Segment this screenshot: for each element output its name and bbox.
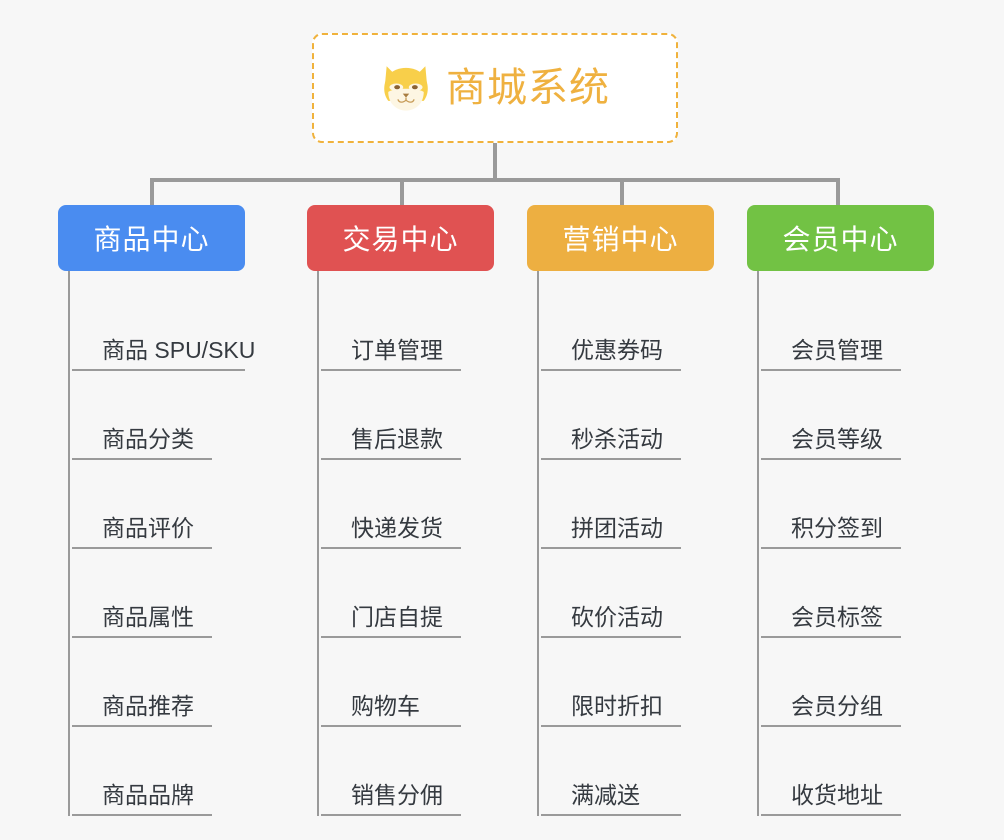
leaf-item[interactable]: 商品属性 (70, 549, 245, 638)
leaf-item[interactable]: 拼团活动 (539, 460, 714, 549)
leaf-label: 购物车 (321, 693, 461, 727)
leaf-item[interactable]: 快递发货 (319, 460, 494, 549)
leaf-label: 商品评价 (72, 515, 212, 549)
leaf-item[interactable]: 会员等级 (759, 371, 934, 460)
leaf-item[interactable]: 商品评价 (70, 460, 245, 549)
branch-column-3: 营销中心 优惠券码 秒杀活动 拼团活动 砍价活动 限时折扣 满减送 (527, 205, 714, 816)
leaf-item[interactable]: 收货地址 (759, 727, 934, 816)
category-label-3: 营销中心 (562, 224, 679, 255)
leaf-item[interactable]: 商品分类 (70, 371, 245, 460)
connector-drop-2 (400, 178, 404, 208)
leaf-stack-2: 订单管理 售后退款 快递发货 门店自提 购物车 销售分佣 (317, 271, 494, 816)
leaf-item[interactable]: 商品推荐 (70, 638, 245, 727)
category-node-3[interactable]: 营销中心 (527, 205, 714, 271)
leaf-stack-3: 优惠券码 秒杀活动 拼团活动 砍价活动 限时折扣 满减送 (537, 271, 714, 816)
leaf-label: 秒杀活动 (541, 426, 681, 460)
leaf-item[interactable]: 订单管理 (319, 293, 494, 371)
category-label-4: 会员中心 (782, 224, 899, 255)
leaf-item[interactable]: 门店自提 (319, 549, 494, 638)
leaf-item[interactable]: 会员分组 (759, 638, 934, 727)
leaf-label: 门店自提 (321, 604, 461, 638)
leaf-label: 会员标签 (761, 604, 901, 638)
leaf-label: 砍价活动 (541, 604, 681, 638)
leaf-label: 限时折扣 (541, 693, 681, 727)
dog-face-icon (384, 66, 428, 111)
leaf-item[interactable]: 售后退款 (319, 371, 494, 460)
leaf-item[interactable]: 会员标签 (759, 549, 934, 638)
leaf-item[interactable]: 商品 SPU/SKU (70, 293, 255, 371)
leaf-item[interactable]: 积分签到 (759, 460, 934, 549)
leaf-item[interactable]: 限时折扣 (539, 638, 714, 727)
leaf-label: 收货地址 (761, 782, 901, 816)
leaf-item[interactable]: 会员管理 (759, 293, 934, 371)
leaf-item[interactable]: 销售分佣 (319, 727, 494, 816)
leaf-label: 商品 SPU/SKU (72, 337, 255, 371)
leaf-item[interactable]: 优惠券码 (539, 293, 714, 371)
connector-drop-1 (150, 178, 154, 208)
leaf-label: 会员分组 (761, 693, 901, 727)
category-node-1[interactable]: 商品中心 (58, 205, 245, 271)
leaf-label: 商品推荐 (72, 693, 212, 727)
category-node-4[interactable]: 会员中心 (747, 205, 934, 271)
leaf-stack-4: 会员管理 会员等级 积分签到 会员标签 会员分组 收货地址 (757, 271, 934, 816)
leaf-label: 商品分类 (72, 426, 212, 460)
leaf-item[interactable]: 商品品牌 (70, 727, 245, 816)
connector-drop-4 (836, 178, 840, 208)
branch-column-1: 商品中心 商品 SPU/SKU 商品分类 商品评价 商品属性 商品推荐 商品品牌 (58, 205, 255, 816)
leaf-item[interactable]: 秒杀活动 (539, 371, 714, 460)
connector-drop-3 (620, 178, 624, 208)
leaf-label: 会员等级 (761, 426, 901, 460)
leaf-label: 销售分佣 (321, 782, 461, 816)
leaf-label: 快递发货 (321, 515, 461, 549)
leaf-item[interactable]: 满减送 (539, 727, 714, 816)
connector-root-stem (493, 143, 497, 180)
root-node[interactable]: 商城系统 (312, 33, 678, 143)
branch-column-2: 交易中心 订单管理 售后退款 快递发货 门店自提 购物车 销售分佣 (307, 205, 494, 816)
leaf-label: 积分签到 (761, 515, 901, 549)
category-label-2: 交易中心 (342, 224, 459, 255)
branch-column-4: 会员中心 会员管理 会员等级 积分签到 会员标签 会员分组 收货地址 (747, 205, 934, 816)
leaf-item[interactable]: 购物车 (319, 638, 494, 727)
category-node-2[interactable]: 交易中心 (307, 205, 494, 271)
leaf-stack-1: 商品 SPU/SKU 商品分类 商品评价 商品属性 商品推荐 商品品牌 (68, 271, 255, 816)
leaf-label: 商品品牌 (72, 782, 212, 816)
leaf-label: 拼团活动 (541, 515, 681, 549)
leaf-label: 会员管理 (761, 337, 901, 371)
leaf-label: 售后退款 (321, 426, 461, 460)
leaf-label: 商品属性 (72, 604, 212, 638)
leaf-label: 订单管理 (321, 337, 461, 371)
leaf-item[interactable]: 砍价活动 (539, 549, 714, 638)
category-label-1: 商品中心 (93, 224, 210, 255)
leaf-label: 满减送 (541, 782, 681, 816)
root-title: 商城系统 (446, 66, 610, 110)
leaf-label: 优惠券码 (541, 337, 681, 371)
connector-bus (150, 178, 840, 182)
